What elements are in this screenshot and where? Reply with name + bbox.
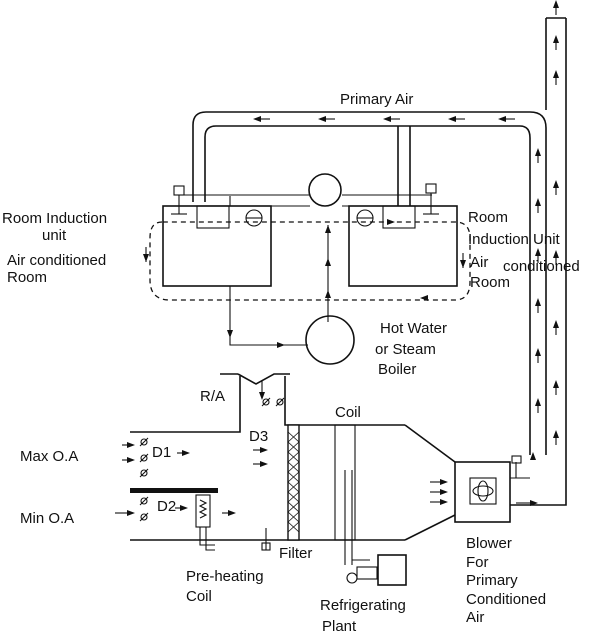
exhaust-stack	[510, 0, 567, 506]
label-ra: R/A	[200, 388, 225, 405]
label-room-induction: Room Induction	[2, 210, 107, 227]
mixing-arrows	[115, 442, 268, 516]
label-room-right: Room	[468, 209, 508, 226]
label-or-steam: or Steam	[375, 341, 436, 358]
room-boundary	[149, 221, 471, 301]
filter-icon	[287, 424, 300, 541]
hot-water-piping	[143, 219, 466, 348]
label-refrigerating: Refrigerating	[320, 597, 406, 614]
label-conditioned-right: conditioned	[503, 258, 580, 275]
primary-air-arrows	[253, 116, 515, 122]
refrigerating-plant-icon	[346, 554, 407, 586]
label-d1: D1	[152, 444, 171, 461]
label-d2: D2	[157, 498, 176, 515]
label-boiler: Boiler	[378, 361, 416, 378]
right-induction-unit	[348, 183, 458, 287]
label-room-right-2: Room	[470, 274, 510, 291]
label-plant: Plant	[322, 618, 357, 635]
label-unit: unit	[42, 227, 67, 244]
riser-arrows	[535, 148, 541, 413]
heating-coil-icon	[130, 488, 218, 551]
boiler-icon	[305, 315, 355, 365]
label-preheating: Pre-heating	[186, 568, 264, 585]
label-primary-air: Primary Air	[340, 91, 413, 108]
left-induction-unit	[162, 185, 272, 287]
label-primary: Primary	[466, 572, 518, 589]
label-induction-unit-right: Induction Unit	[468, 231, 561, 248]
label-air-conditioned-left: Air conditioned	[7, 252, 106, 269]
fan-icon	[454, 461, 511, 523]
label-max-oa: Max O.A	[20, 448, 78, 465]
air-handling-unit	[130, 373, 538, 565]
label-hot-water: Hot Water	[380, 320, 447, 337]
label-coil: Coil	[335, 404, 361, 421]
label-d3: D3	[249, 428, 268, 445]
label-air-right: Air	[470, 254, 488, 271]
label-min-oa: Min O.A	[20, 510, 74, 527]
label-for: For	[466, 554, 489, 571]
label-room-left: Room	[7, 269, 47, 286]
pump-icon	[308, 173, 342, 207]
label-blower: Blower	[466, 535, 512, 552]
primary-air-duct	[180, 111, 547, 455]
damper-icon	[139, 397, 285, 522]
label-conditioned: Conditioned	[466, 591, 546, 608]
label-preheating-coil: Coil	[186, 588, 212, 605]
label-air: Air	[466, 609, 484, 626]
label-filter: Filter	[279, 545, 312, 562]
